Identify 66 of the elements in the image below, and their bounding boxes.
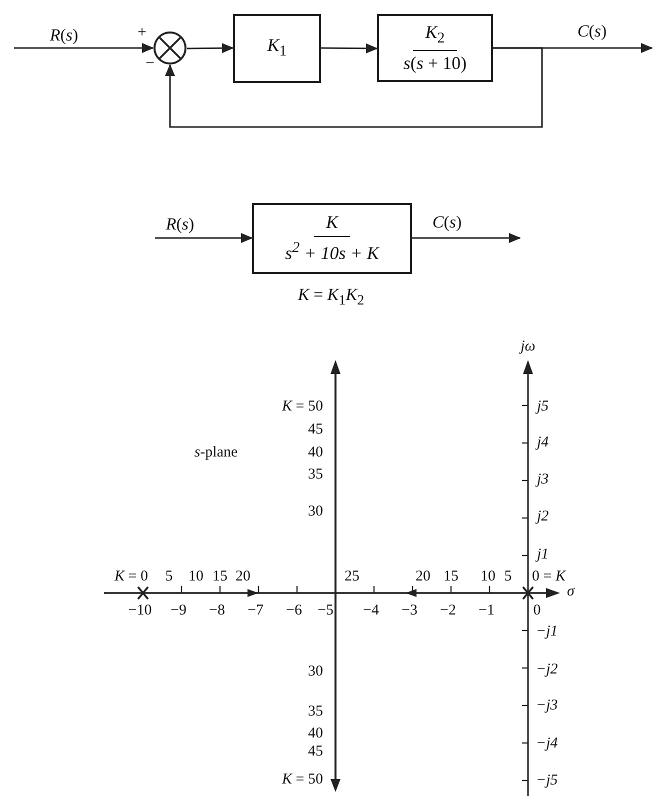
axis-label: −4 [363,604,379,618]
axis-label: s-plane [194,446,238,460]
axis-label: −j4 [536,736,558,752]
transfer-function-block [252,203,412,274]
axis-label: 45 [308,422,323,438]
axis-label: 15 [212,570,228,584]
axis-label: j2 [537,510,549,524]
signal-arrow [14,43,154,53]
sign-label: + [137,25,147,41]
axis-label: −j2 [536,662,558,678]
signal-label: C(s) [577,22,607,40]
axis-label: 20 [236,570,250,584]
signal-label: C(s) [432,214,462,230]
axis-label: 25 [344,570,360,584]
axis-label: 35 [308,704,323,720]
numerator: K [314,213,350,237]
denominator: s$^{2}$ + 10s + K [285,239,379,264]
axis-label: −5 [318,604,334,618]
signal-label: R(s) [50,26,78,44]
axis-label: K = 0 [114,570,148,584]
axis-label: −7 [248,604,264,618]
axis-label: 30 [308,504,323,520]
axis-label: 20 [416,570,430,584]
axis-label: j1 [537,548,549,562]
axis-label: −j3 [536,698,558,714]
axis-label: 40 [308,726,323,742]
axis-label: −1 [478,604,494,618]
numerator: K$_{2}$ [413,22,457,51]
signal-arrow [187,43,234,54]
axis-label: −j1 [536,624,558,640]
axis-label: j3 [537,472,549,488]
denominator: s(s + 10) [403,52,467,74]
axis-label: 5 [504,570,512,584]
axis-label: 35 [308,468,323,482]
axis-label: −6 [286,604,302,618]
axis-label: −j5 [536,774,558,788]
axis-label: j4 [537,436,549,450]
axis-label: σ [567,584,574,600]
gain: K$_{1}$ [267,36,287,61]
axis-label: 30 [308,664,323,680]
axis-label: 5 [165,570,173,584]
signal-arrow [321,43,378,54]
transfer-function-block [377,14,493,82]
sign-label: − [145,56,155,72]
transfer-function-block [233,14,321,83]
gain-equation: K = K$_{1}$K$_{2}$ [298,286,364,308]
signal-label: R(s) [166,216,194,232]
axis-label: K = 50 [282,400,323,414]
signal-arrow [155,233,253,243]
axis-label: 0 [533,604,541,618]
signal-arrow [165,47,543,128]
axis-label: −2 [440,604,456,618]
axis-label: −10 [128,604,152,618]
axis-label: 10 [188,570,204,584]
axis-label: −3 [402,604,418,618]
axis-label: K = 50 [282,772,323,788]
axis-label: 45 [308,744,323,760]
axis-label: 40 [308,446,323,460]
axis-label: −9 [170,604,186,618]
axis-label: 15 [444,570,458,584]
axis-label: 0 = K [532,570,566,584]
axis-label: jω [520,340,536,354]
axis-label: j5 [537,400,549,414]
signal-arrow [412,233,521,243]
axis-label: −8 [209,604,225,618]
axis-label: 10 [480,570,496,584]
